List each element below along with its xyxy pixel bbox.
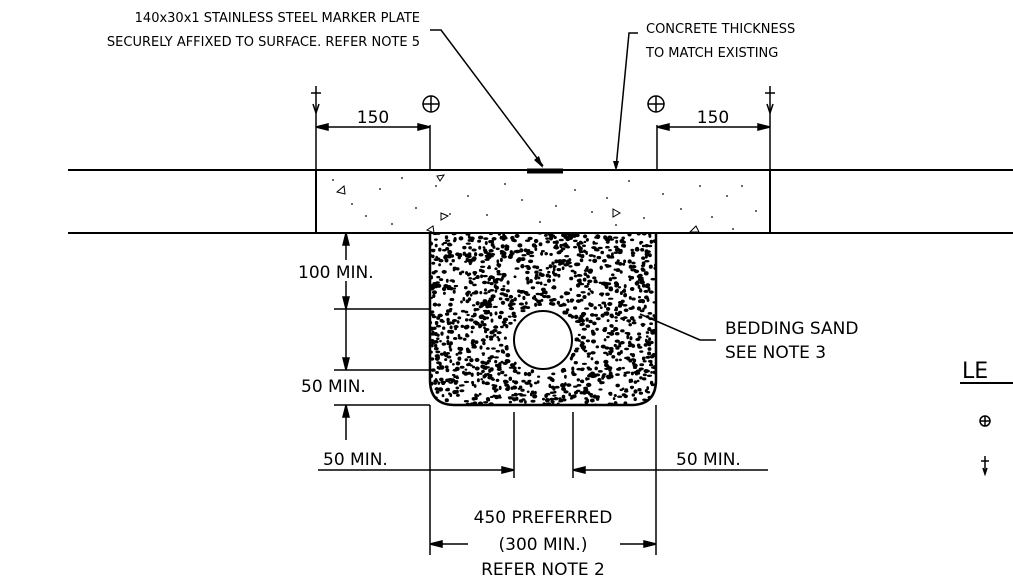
leaders <box>430 29 716 341</box>
dim-50-min-left: 50 MIN. <box>323 450 388 470</box>
saw-cut-symbol-left <box>311 86 321 116</box>
concrete-note-line1: CONCRETE THICKNESS <box>646 22 795 37</box>
dimension-top <box>315 113 771 170</box>
dimension-horizontal-50 <box>318 405 768 555</box>
bedding-sand-fill <box>430 233 656 405</box>
marker-plate-label-line1: 140x30x1 STAINLESS STEEL MARKER PLATE <box>135 11 420 26</box>
concrete-note-line2: TO MATCH EXISTING <box>645 46 778 61</box>
legend-survey-mark-icon <box>979 415 991 427</box>
dim-100-min: 100 MIN. <box>298 263 374 283</box>
trench <box>428 233 658 407</box>
trench-outline <box>428 233 658 407</box>
dim-right-150: 150 <box>697 108 729 128</box>
dimension-trench-width <box>429 540 657 548</box>
text-labels: 140x30x1 STAINLESS STEEL MARKER PLATE SE… <box>107 11 988 580</box>
survey-mark-symbol-left <box>422 95 440 113</box>
trench-width-line3: REFER NOTE 2 <box>481 560 605 580</box>
dim-left-150: 150 <box>357 108 389 128</box>
conduit-pipe <box>513 310 573 370</box>
dimension-vertical <box>334 232 430 440</box>
dim-50-min-right: 50 MIN. <box>676 450 741 470</box>
marker-plate-label-line2: SECURELY AFFIXED TO SURFACE. REFER NOTE … <box>107 35 420 50</box>
bedding-sand-label-line1: BEDDING SAND <box>725 319 858 339</box>
concrete-stipple <box>332 177 757 230</box>
dim-50-min-vertical: 50 MIN. <box>301 377 366 397</box>
legend <box>960 382 1013 477</box>
road-surface <box>68 169 1013 234</box>
legend-title: LE <box>962 359 988 384</box>
legend-saw-cut-icon <box>981 456 989 477</box>
saw-cut-symbol-right <box>765 86 775 116</box>
concrete-aggregate-triangles <box>335 174 700 234</box>
trench-width-line1: 450 PREFERRED <box>474 508 613 528</box>
bedding-sand-label-line2: SEE NOTE 3 <box>725 343 826 363</box>
trench-width-line2: (300 MIN.) <box>499 535 588 555</box>
survey-mark-symbol-right <box>647 95 665 113</box>
